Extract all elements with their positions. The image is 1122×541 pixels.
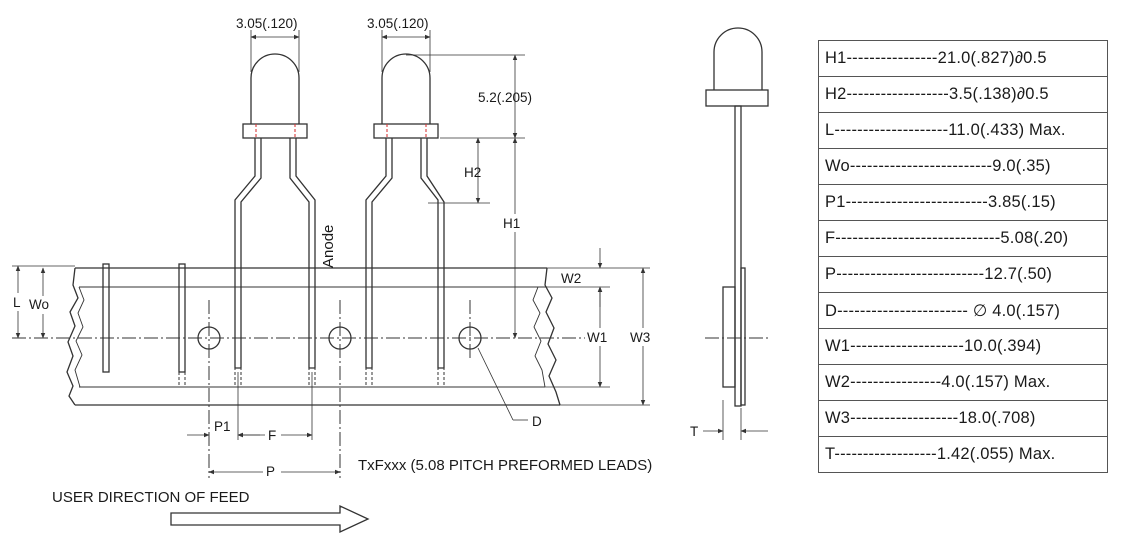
- spec-row-p: P--------------------------12.7(.50): [818, 256, 1108, 293]
- spec-cell: W1--------------------10.0(.394): [818, 328, 1108, 365]
- diagram-caption: TxFxxx (5.08 PITCH PREFORMED LEADS): [358, 457, 652, 474]
- spec-cell: P--------------------------12.7(.50): [818, 256, 1108, 293]
- lead-length-dimensions: L Wo: [10, 265, 75, 339]
- spec-cell: T------------------1.42(.055) Max.: [818, 436, 1108, 473]
- h2-label: H2: [464, 165, 481, 180]
- led-width-dimensions: 3.05(.120) 3.05(.120): [236, 16, 431, 72]
- f-label: F: [268, 428, 276, 443]
- hole-diameter-callout: D: [477, 347, 542, 429]
- led-width-label: 3.05(.120): [236, 16, 298, 31]
- spec-row-wo: Wo-------------------------9.0(.35): [818, 148, 1108, 185]
- spec-row-w1: W1--------------------10.0(.394): [818, 328, 1108, 365]
- spec-cell: H2------------------3.5(.138)∂0.5: [818, 76, 1108, 113]
- side-view: T: [690, 27, 770, 440]
- d-label: D: [532, 414, 542, 429]
- w1-label: W1: [587, 330, 607, 345]
- spec-table: H1----------------21.0(.827)∂0.5 H2-----…: [818, 40, 1108, 473]
- led-width-label-2: 3.05(.120): [367, 16, 429, 31]
- p-label: P: [266, 464, 275, 479]
- spec-cell: L--------------------11.0(.433) Max.: [818, 112, 1108, 149]
- pitch-dimensions: P1 F P: [187, 372, 341, 479]
- spec-cell: W3-------------------18.0(.708): [818, 400, 1108, 437]
- w3-label: W3: [630, 330, 650, 345]
- feed-direction-label: USER DIRECTION OF FEED: [52, 489, 250, 506]
- spec-row-f: F-----------------------------5.08(.20): [818, 220, 1108, 257]
- spec-row-h1: H1----------------21.0(.827)∂0.5: [818, 40, 1108, 77]
- t-label: T: [690, 424, 698, 439]
- spec-cell: W2----------------4.0(.157) Max.: [818, 364, 1108, 401]
- spec-cell: H1----------------21.0(.827)∂0.5: [818, 40, 1108, 77]
- spec-row-w3: W3-------------------18.0(.708): [818, 400, 1108, 437]
- spec-row-l: L--------------------11.0(.433) Max.: [818, 112, 1108, 149]
- led-2: [365, 53, 445, 369]
- spec-row-t: T------------------1.42(.055) Max.: [818, 436, 1108, 473]
- w2-label: W2: [561, 271, 581, 286]
- spec-cell: F-----------------------------5.08(.20): [818, 220, 1108, 257]
- dome-height-label: 5.2(.205): [478, 90, 532, 105]
- h1-label: H1: [503, 216, 520, 231]
- anode-label: Anode: [320, 225, 337, 268]
- l-label: L: [13, 295, 21, 310]
- p1-label: P1: [214, 419, 231, 434]
- feed-direction-arrow: [170, 504, 370, 534]
- carrier-tape: [12, 263, 590, 478]
- spec-cell: P1-------------------------3.85(.15): [818, 184, 1108, 221]
- tape-width-dimensions: W2 W1 W3: [545, 248, 658, 406]
- height-dimensions: 5.2(.205) H2 H1: [406, 54, 532, 339]
- spec-row-w2: W2----------------4.0(.157) Max.: [818, 364, 1108, 401]
- spec-row-d: D----------------------- ∅ 4.0(.157): [818, 292, 1108, 329]
- spec-row-p1: P1-------------------------3.85(.15): [818, 184, 1108, 221]
- spec-row-h2: H2------------------3.5(.138)∂0.5: [818, 76, 1108, 113]
- spec-cell: Wo-------------------------9.0(.35): [818, 148, 1108, 185]
- wo-label: Wo: [29, 297, 49, 312]
- led-1: [234, 53, 316, 369]
- spec-cell: D----------------------- ∅ 4.0(.157): [818, 292, 1108, 329]
